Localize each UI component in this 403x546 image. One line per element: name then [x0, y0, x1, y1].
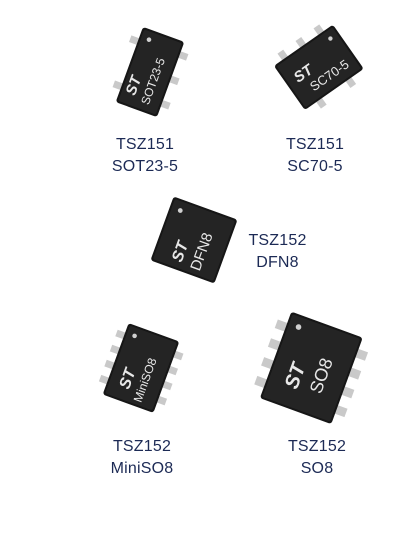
package-name: SO8	[300, 460, 334, 477]
caption-so8: TSZ152 SO8	[257, 436, 377, 480]
caption-dfn8: TSZ152 DFN8	[235, 230, 320, 274]
package-name: DFN8	[256, 254, 299, 271]
chip-sc70-5: ST SC70-5	[270, 24, 370, 114]
chip-sot23-5: ST SOT23-5	[100, 22, 200, 122]
caption-sot23-5: TSZ151 SOT23-5	[85, 134, 205, 178]
part-number: TSZ152	[248, 232, 307, 249]
chip-miniso8: ST MiniSO8	[86, 318, 196, 418]
part-number: TSZ152	[287, 438, 347, 455]
chip-dfn8: ST DFN8	[146, 192, 242, 288]
dfn8-logo: ST	[169, 238, 192, 264]
sot23-5-logo: ST	[123, 72, 146, 98]
package-name: MiniSO8	[110, 460, 174, 477]
caption-sc70-5: TSZ151 SC70-5	[255, 134, 375, 178]
package-name: SC70-5	[287, 158, 343, 175]
package-name: SOT23-5	[111, 158, 179, 175]
caption-miniso8: TSZ152 MiniSO8	[82, 436, 202, 480]
part-number: TSZ152	[112, 438, 172, 455]
chip-so8: ST SO8	[252, 308, 372, 424]
part-number: TSZ151	[115, 136, 175, 153]
part-number: TSZ151	[285, 136, 345, 153]
miniso8-logo: ST	[116, 365, 139, 391]
